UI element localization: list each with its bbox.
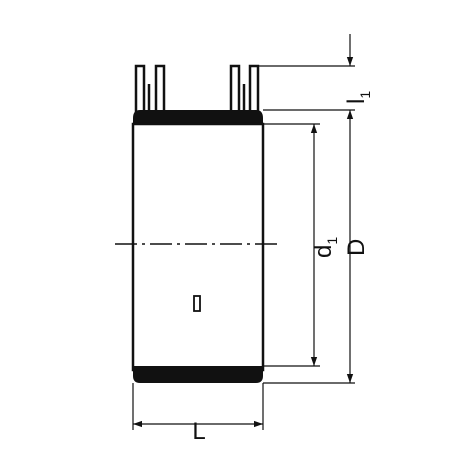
label-l1-sub: 1 xyxy=(357,91,373,99)
label-L: L xyxy=(192,418,205,445)
extension-lines xyxy=(132,65,355,430)
top-cap xyxy=(133,110,263,126)
label-d1: d1 xyxy=(310,237,340,258)
bottom-cap xyxy=(133,366,263,383)
label-D: D xyxy=(343,239,370,256)
label-l1-main: l xyxy=(343,99,370,104)
terminal-right xyxy=(229,64,260,114)
label-d1-sub: 1 xyxy=(324,237,340,245)
capacitor-body xyxy=(131,122,265,372)
label-l1: l1 xyxy=(343,91,373,104)
label-d1-main: d xyxy=(310,245,337,258)
terminal-left xyxy=(134,64,166,114)
body-marking xyxy=(193,295,201,312)
